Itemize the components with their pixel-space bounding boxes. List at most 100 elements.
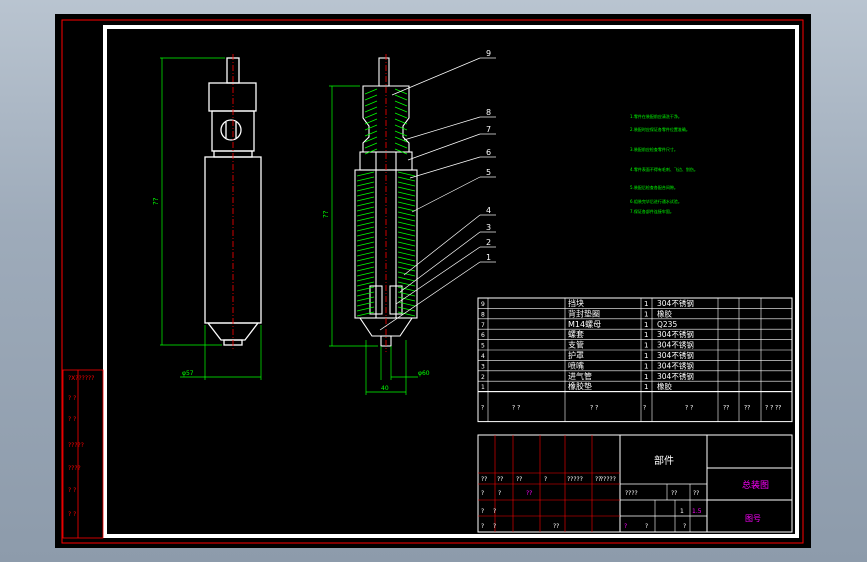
technical-notes: 1.零件在装配前应清洗干净。 2.装配时应保证各零件位置准确。 3.装配前应检查零件…: [630, 113, 698, 214]
title-info-cell: ??: [671, 490, 677, 497]
parts-header-cell: ?: [481, 405, 484, 412]
parts-row-no: 6: [481, 332, 485, 339]
parts-header-cell: ?: [643, 405, 646, 412]
title-cell: ??: [595, 476, 601, 483]
parts-row-name: 支管: [568, 340, 584, 350]
title-cell: ?????: [600, 476, 616, 483]
parts-header-cell: ? ?: [590, 405, 598, 412]
parts-row-qty: 1: [644, 310, 648, 318]
front-knob-circle: [220, 119, 242, 141]
title-part-label: 部件: [654, 454, 674, 467]
stamp-text: ?????: [68, 442, 84, 449]
parts-row-no: 5: [481, 343, 485, 350]
parts-row-name: M14螺母: [568, 319, 601, 329]
parts-row-no: 9: [481, 301, 485, 308]
parts-row-material: 橡胶: [657, 381, 672, 391]
parts-row-no: 3: [481, 363, 485, 370]
parts-row-name: 进气管: [568, 371, 592, 381]
title-info-cell: ????: [625, 490, 638, 497]
front-nozzle-cone: [206, 322, 260, 341]
note-line: 6.组装完毕后进行通水试验。: [630, 198, 682, 204]
parts-row-material: 304不锈钢: [657, 298, 694, 308]
parts-row-material: 橡胶: [657, 308, 672, 318]
balloon-9: 9: [486, 49, 491, 58]
parts-row-material: 304不锈钢: [657, 340, 694, 350]
parts-row-no: 1: [481, 384, 485, 391]
stamp-text: ? ?: [68, 487, 76, 494]
section-overall-dim: ??: [322, 210, 330, 218]
balloon-4: 4: [486, 206, 491, 215]
parts-row-qty: 1: [644, 373, 648, 381]
title-cell: ?: [493, 523, 496, 530]
parts-row-material: 304不锈钢: [657, 350, 694, 360]
note-line: 3.装配前应检查零件尺寸。: [630, 146, 678, 152]
title-info-cell: 1: [680, 508, 684, 515]
outer-frame: [61, 19, 804, 544]
section-hatching: [356, 88, 416, 317]
balloon-leaders: [379, 57, 496, 331]
left-stamp-texts: ?X??????? ?? ??????????? ?? ?: [68, 375, 94, 518]
stamp-text: ????: [68, 465, 81, 472]
title-cell: ??: [526, 490, 532, 497]
note-line: 7.保证各部件连接牢固。: [630, 208, 674, 214]
parts-row-no: 4: [481, 353, 485, 360]
note-line: 4.零件表面不得有毛刺、飞边、划伤。: [630, 166, 698, 172]
title-cell: ??: [497, 476, 503, 483]
parts-row-no: 8: [481, 311, 485, 318]
title-cell: ?: [481, 490, 484, 497]
front-overall-dim: ??: [152, 197, 160, 205]
title-cell: ??: [553, 523, 559, 530]
front-diameter-dim: φ57: [182, 370, 194, 377]
balloon-5: 5: [486, 168, 491, 177]
title-cell: ?????: [567, 476, 583, 483]
parts-row-no: 2: [481, 374, 485, 381]
section-diameter-dim: φ60: [418, 370, 430, 377]
balloon-1: 1: [486, 253, 491, 262]
parts-row-material: Q235: [657, 320, 677, 329]
parts-row-qty: 1: [644, 352, 648, 360]
parts-row-name: 护罩: [568, 350, 584, 360]
parts-header-cell: ??: [775, 405, 781, 412]
parts-row-name: 喷嘴: [568, 360, 584, 370]
title-info-cell: ?: [645, 523, 648, 530]
drawing-title: 总装图: [742, 479, 769, 491]
parts-row-qty: 1: [644, 342, 648, 350]
inner-frame: [103, 25, 799, 538]
section-view-dimensions: [329, 85, 418, 395]
parts-row-qty: 1: [644, 300, 648, 308]
parts-row-name: 背封垫圈: [568, 308, 600, 318]
title-cell: ?: [481, 508, 484, 515]
title-block: 部件总装图图号?????????????????????????????????…: [477, 434, 793, 533]
title-cell: ?: [493, 508, 496, 515]
drawing-background: [55, 14, 811, 548]
parts-header-cell: ??: [723, 405, 729, 412]
stamp-text: ? ?: [68, 416, 76, 423]
parts-row-qty: 1: [644, 362, 648, 370]
section-view: [354, 54, 418, 352]
balloon-2: 2: [486, 238, 491, 247]
title-info-cell: 1.5: [692, 508, 702, 515]
title-info-cell: ?: [683, 523, 686, 530]
parts-row-no: 7: [481, 322, 485, 329]
parts-row-qty: 1: [644, 321, 648, 329]
parts-row-qty: 1: [644, 331, 648, 339]
title-info-cell: ?: [624, 523, 627, 530]
front-view: [204, 54, 262, 350]
note-line: 2.装配时应保证各零件位置准确。: [630, 126, 690, 132]
note-line: 1.零件在装配前应清洗干净。: [630, 113, 682, 119]
stamp-text: ? ?: [68, 395, 76, 402]
title-cell: ?: [498, 490, 501, 497]
parts-row-name: 螺套: [568, 329, 584, 339]
parts-header-cell: ? ?: [765, 405, 773, 412]
balloon-7: 7: [486, 125, 491, 134]
parts-row-name: 挡块: [568, 298, 584, 308]
parts-row-material: 304不锈钢: [657, 329, 694, 339]
title-cell: ??: [516, 476, 522, 483]
parts-row-name: 橡胶垫: [568, 381, 592, 391]
stamp-text: ?X??????: [68, 375, 94, 382]
left-stamp-column: [62, 369, 104, 539]
title-info-cell: ??: [693, 490, 699, 497]
parts-row-material: 304不锈钢: [657, 371, 694, 381]
